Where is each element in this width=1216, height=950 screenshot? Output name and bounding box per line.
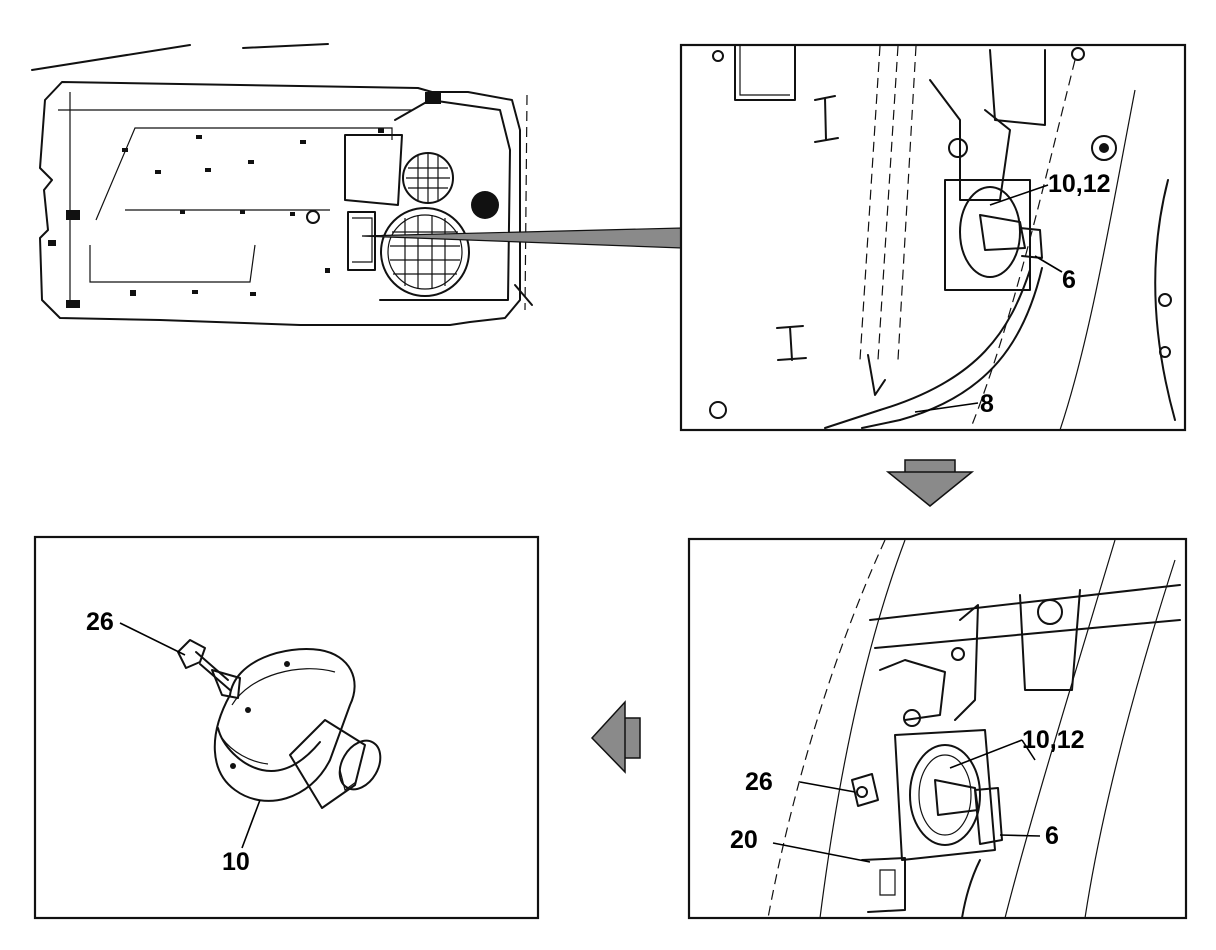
overview-dashboard-drawing xyxy=(31,43,533,326)
detail-top-panel: 10,12 6 8 xyxy=(679,43,1187,432)
sensor-body xyxy=(213,648,356,802)
dashboard-inner-edge xyxy=(58,92,412,300)
bolt-head xyxy=(1091,135,1117,161)
leader-line xyxy=(989,184,1049,206)
sensor-mount-plate xyxy=(944,179,1031,291)
sketch-line xyxy=(31,44,191,71)
callout-label: 6 xyxy=(1062,266,1076,294)
inner-panel-line xyxy=(95,127,393,221)
small-vent-grille xyxy=(402,152,454,204)
leader-line xyxy=(241,799,261,849)
part-frame xyxy=(33,535,540,920)
zoom-wedge xyxy=(361,227,683,249)
i-clip-icon xyxy=(776,325,807,361)
leader-line xyxy=(772,842,871,863)
dashboard-corner xyxy=(514,284,533,306)
hinge-bracket xyxy=(1019,589,1081,691)
sensor-connector xyxy=(974,787,1003,845)
i-clip-icon xyxy=(814,95,839,143)
callout-label: 20 xyxy=(730,826,758,854)
detail-bottom-panel: 10,12 26 20 6 xyxy=(687,537,1188,920)
door-edge-curve xyxy=(1154,179,1176,421)
dashboard-outline xyxy=(39,81,521,326)
down-arrow-icon xyxy=(885,459,975,507)
sensor-body xyxy=(909,744,981,846)
callout-label: 8 xyxy=(980,390,994,418)
door-edge-curve xyxy=(819,540,906,917)
door-edge-curve xyxy=(1084,559,1176,917)
hinge-knuckle xyxy=(879,659,946,721)
retaining-clip xyxy=(861,857,906,913)
bolt-head xyxy=(948,138,968,158)
sketch-line xyxy=(242,43,329,49)
door-edge-curve xyxy=(1059,89,1136,429)
dashboard-dashed-edge xyxy=(524,94,528,311)
leader-line xyxy=(949,739,1023,769)
callout-label: 26 xyxy=(745,768,773,796)
bolt-head xyxy=(709,401,727,419)
leader-line xyxy=(999,834,1041,837)
sensor-shaft xyxy=(979,214,1026,251)
part-panel: 26 10 xyxy=(33,535,540,920)
callout-label: 10,12 xyxy=(1022,726,1085,754)
callout-label: 26 xyxy=(86,608,114,636)
sensor-cable xyxy=(879,269,1031,411)
sensor-cable xyxy=(961,859,981,917)
round-knob xyxy=(471,191,499,219)
leader-line xyxy=(119,622,186,656)
large-vent-grille xyxy=(380,207,470,297)
lower-tray xyxy=(89,244,256,283)
detail-top-frame xyxy=(679,43,1187,432)
module-housing xyxy=(344,134,403,206)
leader-line xyxy=(799,781,856,793)
door-edge-curve xyxy=(767,540,886,917)
screw-head xyxy=(306,210,320,224)
sensor-shaft xyxy=(934,779,979,816)
leader-line xyxy=(1034,255,1063,273)
hinge-arm xyxy=(954,604,979,721)
bolt-head xyxy=(903,709,921,727)
left-arrow-icon xyxy=(590,700,641,774)
hinge-bracket xyxy=(929,79,1011,201)
callout-label: 10 xyxy=(222,848,250,876)
door-edge-curve xyxy=(969,59,1076,429)
detail-bottom-frame xyxy=(687,537,1188,920)
fastening-screw xyxy=(851,773,879,807)
highlighted-mount-inner xyxy=(352,217,373,263)
dashed-beam xyxy=(859,46,917,361)
bolt-head xyxy=(1037,599,1063,625)
fastener-dots xyxy=(48,92,441,308)
door-edge-curve xyxy=(1004,540,1116,917)
sensor-body xyxy=(959,186,1021,278)
bracket-top-left xyxy=(734,46,796,101)
sensor-connector xyxy=(1019,227,1043,259)
leader-line xyxy=(914,402,979,413)
highlighted-mount xyxy=(347,211,376,271)
cross-rail xyxy=(869,584,1181,649)
callout-label: 10,12 xyxy=(1048,170,1111,198)
module-cover xyxy=(379,99,511,301)
beam-end xyxy=(867,354,886,396)
sensor-mount-plate xyxy=(894,729,996,861)
callout-label: 6 xyxy=(1045,822,1059,850)
sensor-shaft xyxy=(289,719,382,809)
upper-housing xyxy=(989,49,1046,126)
sensor-screw xyxy=(177,639,241,699)
